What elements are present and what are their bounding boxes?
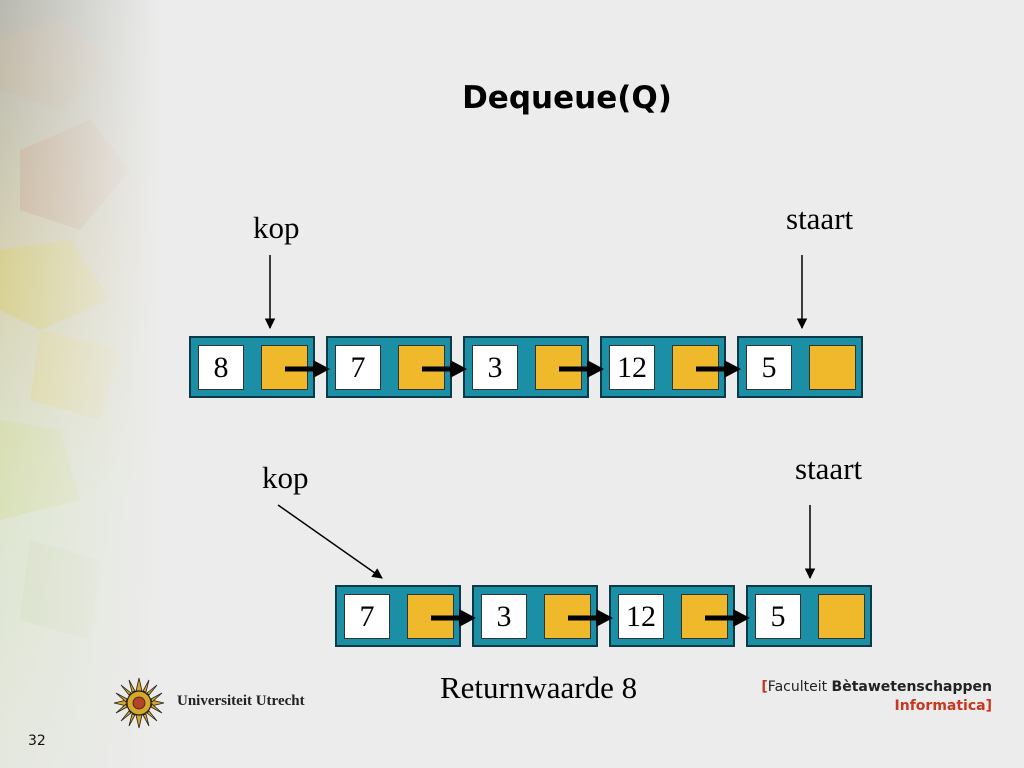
faculty-bracket-close: ] (985, 698, 992, 714)
list-node: 12 (600, 336, 726, 398)
university-name: Universiteit Utrecht (177, 693, 305, 709)
tail-label: staart (786, 201, 854, 236)
faculty-bracket-open: [ (761, 679, 768, 695)
node-pointer-cell (398, 345, 445, 390)
head-label: kop (262, 460, 309, 495)
list-node: 7 (326, 336, 452, 398)
head-label: kop (253, 210, 300, 245)
head-pointer-arrow (277, 504, 383, 579)
list-node: 8 (189, 336, 315, 398)
node-pointer-cell (535, 345, 582, 390)
node-pointer-cell (809, 345, 856, 390)
node-value: 5 (755, 594, 801, 639)
university-sun-logo (113, 677, 165, 729)
slide-title: Dequeue(Q) (462, 80, 672, 116)
list-node: 5 (746, 585, 872, 647)
list-node: 3 (463, 336, 589, 398)
node-value: 3 (481, 594, 527, 639)
node-pointer-cell (261, 345, 308, 390)
list-node: 12 (609, 585, 735, 647)
node-pointer-cell (681, 594, 728, 639)
node-value: 5 (746, 345, 792, 390)
faculty-branding: [Faculteit Bètawetenschappen Informatica… (761, 678, 992, 716)
node-value: 8 (198, 345, 244, 390)
node-pointer-cell (672, 345, 719, 390)
node-value: 3 (472, 345, 518, 390)
return-value-text: Returnwaarde 8 (440, 670, 638, 705)
node-value: 7 (344, 594, 390, 639)
node-value: 12 (618, 594, 664, 639)
list-node: 3 (472, 585, 598, 647)
faculty-prefix: Faculteit (767, 679, 832, 695)
department-name: Informatica (894, 698, 986, 714)
node-value: 12 (609, 345, 655, 390)
node-pointer-cell (818, 594, 865, 639)
node-value: 7 (335, 345, 381, 390)
node-pointer-cell (544, 594, 591, 639)
page-number: 32 (28, 733, 46, 749)
node-pointer-cell (407, 594, 454, 639)
tail-label: staart (795, 451, 863, 486)
list-node: 5 (737, 336, 863, 398)
faculty-name: Bètawetenschappen (831, 679, 992, 695)
decorative-side-pattern (0, 0, 160, 768)
list-node: 7 (335, 585, 461, 647)
